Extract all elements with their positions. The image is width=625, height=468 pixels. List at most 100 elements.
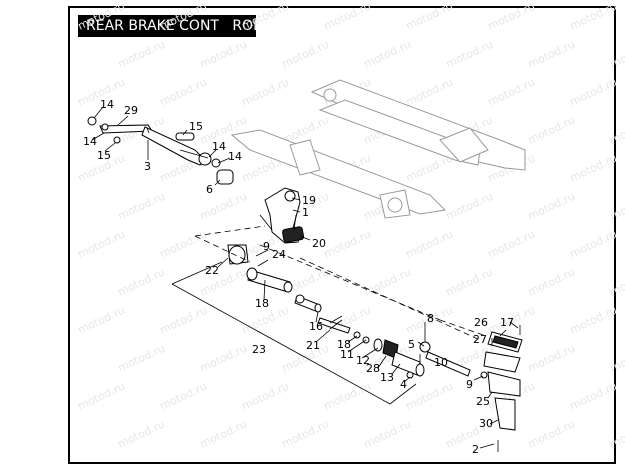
callout-21: 21	[306, 339, 320, 352]
callout-28: 28	[366, 362, 380, 375]
watermark-text: motod.ru	[526, 38, 577, 71]
watermark-text: motod.ru	[486, 0, 537, 33]
watermark-text: motod.ru	[608, 190, 625, 223]
watermark-text: motod.ru	[322, 0, 373, 33]
callout-19: 19	[302, 194, 316, 207]
reservoir	[483, 325, 523, 452]
callout-9b: 9	[466, 378, 473, 391]
watermark-text: motod.ru	[404, 380, 455, 413]
watermark-text: motod.ru	[404, 228, 455, 261]
watermark-text: motod.ru	[116, 190, 167, 223]
callout-8: 8	[427, 312, 434, 325]
callout-labels: 14 29 14 15 3 15 14 14 6 19 1 20 9 24 22…	[83, 98, 514, 456]
callout-2: 2	[472, 443, 479, 456]
watermark-text: motod.ru	[444, 190, 495, 223]
watermark-text: motod.ru	[116, 418, 167, 451]
watermark-text: motod.ru	[76, 304, 127, 337]
watermark-text: motod.ru	[116, 38, 167, 71]
watermark-text: motod.ru	[404, 76, 455, 109]
callout-11: 11	[340, 348, 354, 361]
watermark-text: motod.ru	[158, 304, 209, 337]
callout-14a: 14	[100, 98, 114, 111]
watermark-text: motod.ru	[568, 228, 619, 261]
callout-3: 3	[144, 160, 151, 173]
callout-30: 30	[479, 417, 493, 430]
watermark-text: motod.ru	[526, 114, 577, 147]
watermark-layer: motod.ru motod.ru motod.ru motod.ru motod.ru…	[76, 0, 625, 451]
callout-18a: 18	[255, 297, 269, 310]
watermark-text: motod.ru	[444, 266, 495, 299]
watermark-text: motod.ru	[158, 380, 209, 413]
watermark-text: motod.ru	[486, 76, 537, 109]
watermark-text: motod.ru	[526, 266, 577, 299]
callout-29: 29	[124, 104, 138, 117]
watermark-text: motod.ru	[526, 418, 577, 451]
watermark-text: motod.ru	[362, 38, 413, 71]
watermark-text: motod.ru	[116, 266, 167, 299]
watermark-text: motod.ru	[240, 0, 291, 33]
watermark-text: motod.ru	[280, 418, 331, 451]
callout-20: 20	[312, 237, 326, 250]
watermark-text: motod.ru	[568, 76, 619, 109]
watermark-text: motod.ru	[362, 418, 413, 451]
watermark-text: motod.ru	[526, 342, 577, 375]
watermark-text: motod.ru	[568, 0, 619, 33]
watermark-text: motod.ru	[362, 266, 413, 299]
watermark-text: motod.ru	[608, 342, 625, 375]
callout-15a: 15	[97, 149, 111, 162]
watermark-text: motod.ru	[76, 0, 127, 33]
callout-24: 24	[272, 248, 286, 261]
watermark-text: motod.ru	[280, 38, 331, 71]
watermark-text: motod.ru	[526, 190, 577, 223]
diagram-title: REAR BRAKE CONT ROL	[78, 15, 261, 37]
watermark-text: motod.ru	[568, 152, 619, 185]
callout-26: 26	[474, 316, 488, 329]
callout-9a: 9	[263, 240, 270, 253]
watermark-text: motod.ru	[322, 380, 373, 413]
callout-6: 6	[206, 183, 213, 196]
watermark-text: motod.ru	[568, 380, 619, 413]
watermark-text: motod.ru	[116, 342, 167, 375]
watermark-text: motod.ru	[158, 76, 209, 109]
callout-1: 1	[302, 206, 309, 219]
watermark-text: motod.ru	[198, 38, 249, 71]
callout-17: 17	[500, 316, 514, 329]
watermark-text: motod.ru	[322, 228, 373, 261]
callout-10: 10	[434, 356, 448, 369]
watermark-text: motod.ru	[608, 266, 625, 299]
watermark-text: motod.ru	[486, 228, 537, 261]
watermark-text: motod.ru	[444, 38, 495, 71]
watermark-text: motod.ru	[404, 0, 455, 33]
callout-13: 13	[380, 371, 394, 384]
watermark-text: motod.ru	[76, 380, 127, 413]
callout-22: 22	[205, 264, 219, 277]
callout-23: 23	[252, 343, 266, 356]
watermark-text: motod.ru	[158, 0, 209, 33]
callout-14d: 14	[228, 150, 242, 163]
callout-25: 25	[476, 395, 490, 408]
watermark-text: motod.ru	[76, 228, 127, 261]
callout-14c: 14	[212, 140, 226, 153]
watermark-text: motod.ru	[608, 38, 625, 71]
callout-14b: 14	[83, 135, 97, 148]
swingarm-frame	[230, 79, 526, 219]
watermark-text: motod.ru	[198, 418, 249, 451]
callout-12: 12	[356, 354, 370, 367]
watermark-text: motod.ru	[158, 228, 209, 261]
callout-15b: 15	[189, 120, 203, 133]
master-cylinder	[227, 244, 488, 379]
brake-rod-assembly	[87, 116, 234, 185]
callout-27: 27	[473, 333, 487, 346]
callout-5: 5	[408, 338, 415, 351]
watermark-text: motod.ru	[608, 114, 625, 147]
watermark-text: motod.ru	[198, 342, 249, 375]
watermark-text: motod.ru	[240, 76, 291, 109]
callout-16: 16	[309, 320, 323, 333]
watermark-text: motod.ru	[608, 418, 625, 451]
watermark-text: motod.ru	[568, 304, 619, 337]
callout-4: 4	[400, 378, 407, 391]
callout-18b: 18	[337, 338, 351, 351]
assembly-bracket	[171, 149, 487, 405]
leader-lines	[91, 106, 519, 449]
